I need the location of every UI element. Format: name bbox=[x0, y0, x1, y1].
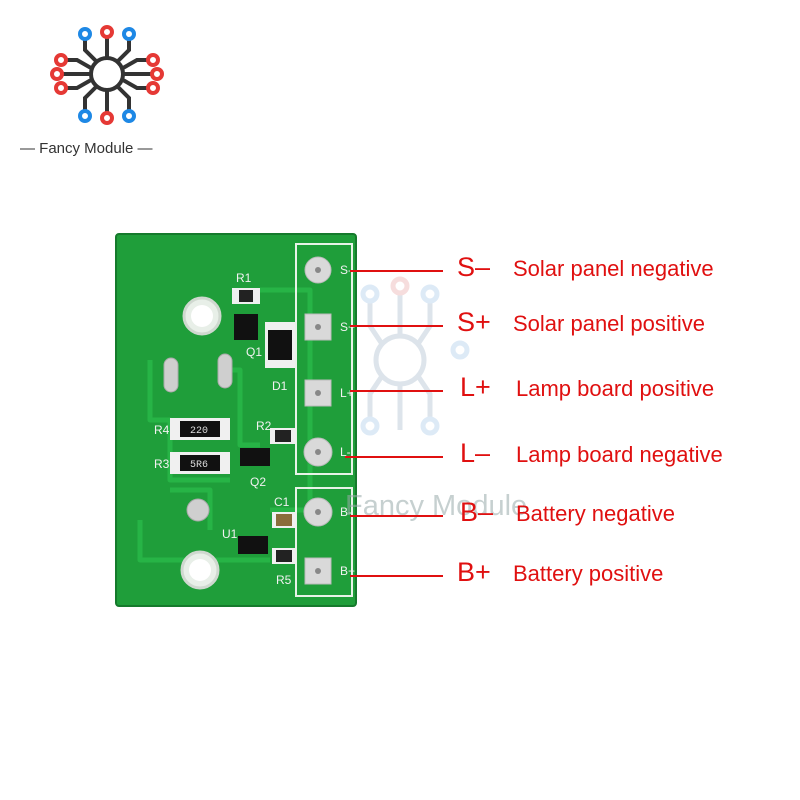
solder-slot bbox=[163, 357, 179, 393]
pin-label: S– Solar panel negative bbox=[457, 252, 714, 283]
silk-u1: U1 bbox=[222, 527, 238, 541]
silk-r2: R2 bbox=[256, 419, 272, 433]
pin-description: Solar panel negative bbox=[513, 256, 714, 281]
pcb-board: R1 Q1 D1 R4 R3 R2 Q2 C1 U1 R5 S- S+ L+ L… bbox=[115, 233, 357, 607]
silk-r4-value: 220 bbox=[190, 426, 208, 437]
silk-pad-b-pos: B+ bbox=[340, 564, 355, 578]
silk-r5: R5 bbox=[276, 573, 292, 587]
q1-transistor bbox=[234, 314, 258, 340]
leader-line bbox=[350, 325, 443, 327]
pin-code: L+ bbox=[460, 372, 491, 402]
pin-code: S– bbox=[457, 252, 491, 282]
silk-r4: R4 bbox=[154, 423, 170, 437]
silk-q2: Q2 bbox=[250, 475, 266, 489]
silk-r3: R3 bbox=[154, 457, 170, 471]
leader-line bbox=[350, 575, 443, 577]
silk-pad-l-pos: L+ bbox=[340, 386, 354, 400]
pin-description: Solar panel positive bbox=[513, 311, 706, 336]
pin-label: B– Battery negative bbox=[460, 497, 675, 528]
leader-line bbox=[350, 515, 443, 517]
pin-code: S+ bbox=[457, 307, 491, 337]
connector-outline-bottom bbox=[295, 487, 353, 597]
silk-q1: Q1 bbox=[246, 345, 262, 359]
pin-description: Battery negative bbox=[516, 501, 675, 526]
silk-r1: R1 bbox=[236, 271, 252, 285]
leader-line bbox=[350, 390, 443, 392]
silk-pad-l-neg: L- bbox=[340, 445, 351, 459]
silk-c1: C1 bbox=[274, 495, 290, 509]
silk-r3-value: 5R6 bbox=[190, 460, 208, 471]
pin-label: L+ Lamp board positive bbox=[460, 372, 714, 403]
pin-label: B+ Battery positive bbox=[457, 557, 663, 588]
circuit-logo-icon bbox=[50, 25, 164, 125]
pin-description: Battery positive bbox=[513, 561, 664, 586]
connector-outline-top bbox=[295, 243, 353, 475]
leader-line bbox=[345, 456, 443, 458]
u1-chip bbox=[238, 536, 268, 554]
pin-code: B– bbox=[460, 497, 494, 527]
pin-description: Lamp board positive bbox=[516, 376, 715, 401]
brand-logo: — Fancy Module — bbox=[20, 22, 170, 157]
pin-code: L– bbox=[460, 438, 491, 468]
pin-pads bbox=[303, 256, 333, 585]
brand-name: — Fancy Module — bbox=[20, 140, 153, 157]
silk-pad-b-neg: B- bbox=[340, 505, 352, 519]
solder-pad bbox=[186, 498, 210, 522]
pin-description: Lamp board negative bbox=[516, 442, 723, 467]
silk-d1: D1 bbox=[272, 379, 288, 393]
q2-transistor bbox=[240, 448, 270, 466]
silk-pad-s-neg: S- bbox=[340, 263, 352, 277]
leader-line bbox=[350, 270, 443, 272]
pin-label: S+ Solar panel positive bbox=[457, 307, 705, 338]
solder-slot bbox=[217, 353, 233, 389]
pin-label: L– Lamp board negative bbox=[460, 438, 723, 469]
silk-pad-s-pos: S+ bbox=[340, 320, 355, 334]
pin-code: B+ bbox=[457, 557, 491, 587]
watermark-logo-icon bbox=[360, 276, 470, 436]
